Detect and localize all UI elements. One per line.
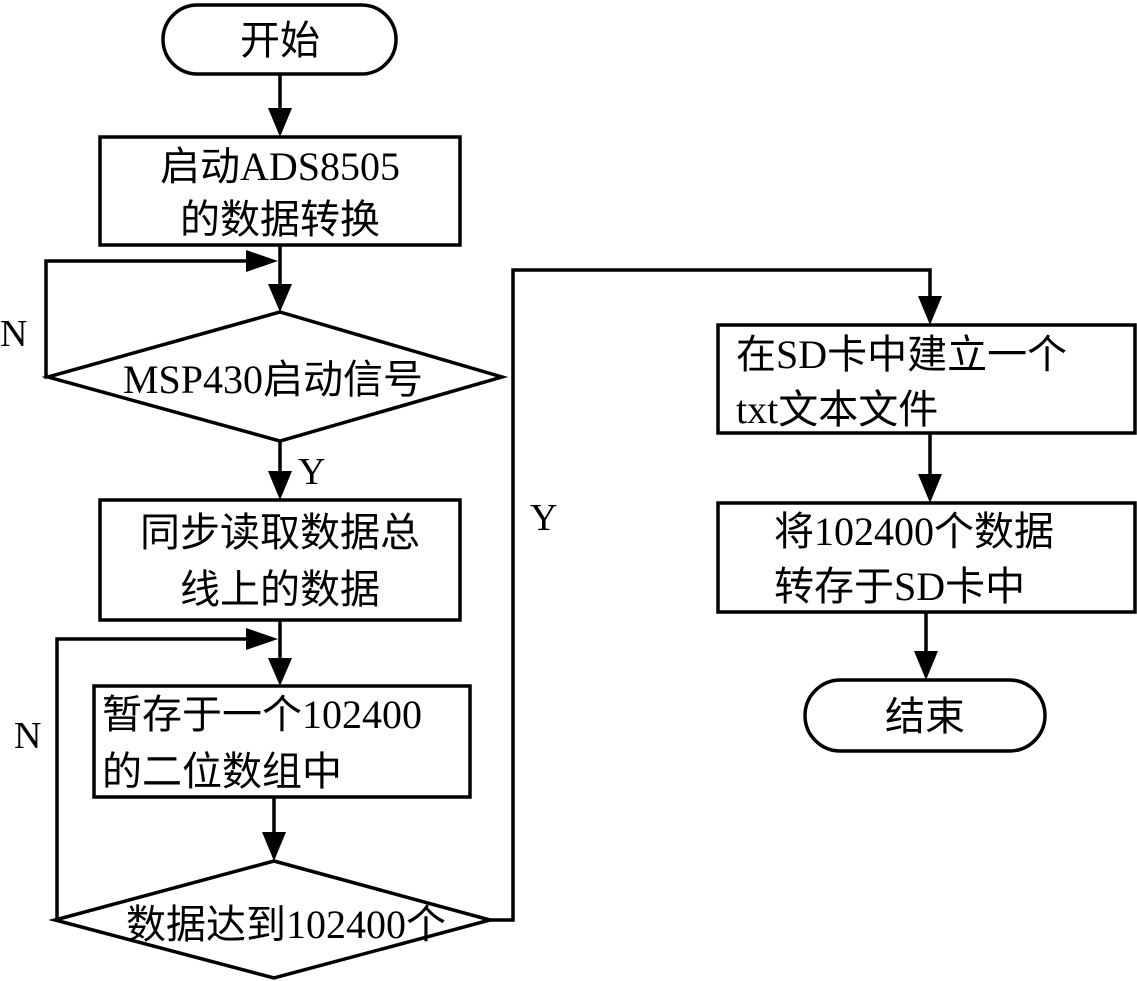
step-create-file-line-1: 在SD卡中建立一个 [736, 332, 1067, 377]
decision-count-no-label: N [14, 715, 41, 757]
step-start-adc-line-2: 的数据转换 [180, 197, 380, 242]
step-store-array-line-2: 的二位数组中 [102, 749, 342, 794]
end-terminal: 结束 [803, 678, 1047, 753]
arrow-head-icon [914, 651, 938, 680]
step-save-sd: 将102400个数据 转存于SD卡中 [716, 501, 1137, 614]
start-terminal: 开始 [161, 3, 398, 76]
step-save-sd-line-2: 转存于SD卡中 [774, 564, 1025, 609]
step-create-file: 在SD卡中建立一个 txt文本文件 [716, 323, 1137, 435]
step-save-sd-box [716, 501, 1137, 614]
arrow-head-icon [268, 471, 292, 500]
end-shape [803, 678, 1047, 753]
step-start-adc: 启动ADS8505 的数据转换 [98, 135, 462, 247]
arrow-head-icon [246, 628, 278, 650]
arrow-head-icon [268, 658, 292, 686]
step-start-adc-box [98, 135, 462, 247]
arrow-head-icon [918, 296, 942, 325]
decision-count: 数据达到102400个 [48, 859, 497, 980]
connector-yes-count [490, 268, 932, 922]
decision-msp430-no-label: N [0, 313, 27, 355]
decision-msp430: MSP430启动信号 [41, 310, 509, 443]
end-label: 结束 [885, 694, 965, 739]
arrow-head-icon [262, 832, 286, 861]
step-start-adc-line-1: 启动ADS8505 [160, 144, 400, 189]
step-read-bus: 同步读取数据总 线上的数据 [98, 498, 462, 622]
arrow-head-icon [246, 250, 278, 272]
step-store-array: 暂存于一个102400 的二位数组中 [92, 684, 472, 799]
step-read-bus-line-2: 线上的数据 [180, 567, 380, 612]
step-save-sd-line-1: 将102400个数据 [774, 509, 1054, 554]
arrow-head-icon [918, 474, 942, 503]
step-create-file-line-2: txt文本文件 [736, 387, 938, 432]
decision-count-yes-label: Y [530, 497, 557, 539]
step-store-array-line-1: 暂存于一个102400 [102, 692, 422, 737]
arrow-head-icon [268, 284, 292, 312]
decision-msp430-label: MSP430启动信号 [123, 357, 423, 402]
step-create-file-box [716, 323, 1137, 435]
step-store-array-box [92, 684, 472, 799]
arrow-head-icon [268, 108, 292, 137]
decision-count-shape [48, 859, 497, 980]
start-label: 开始 [240, 18, 320, 63]
step-read-bus-line-1: 同步读取数据总 [140, 510, 420, 555]
decision-count-label: 数据达到102400个 [126, 902, 446, 947]
decision-msp430-yes-label: Y [298, 451, 325, 493]
